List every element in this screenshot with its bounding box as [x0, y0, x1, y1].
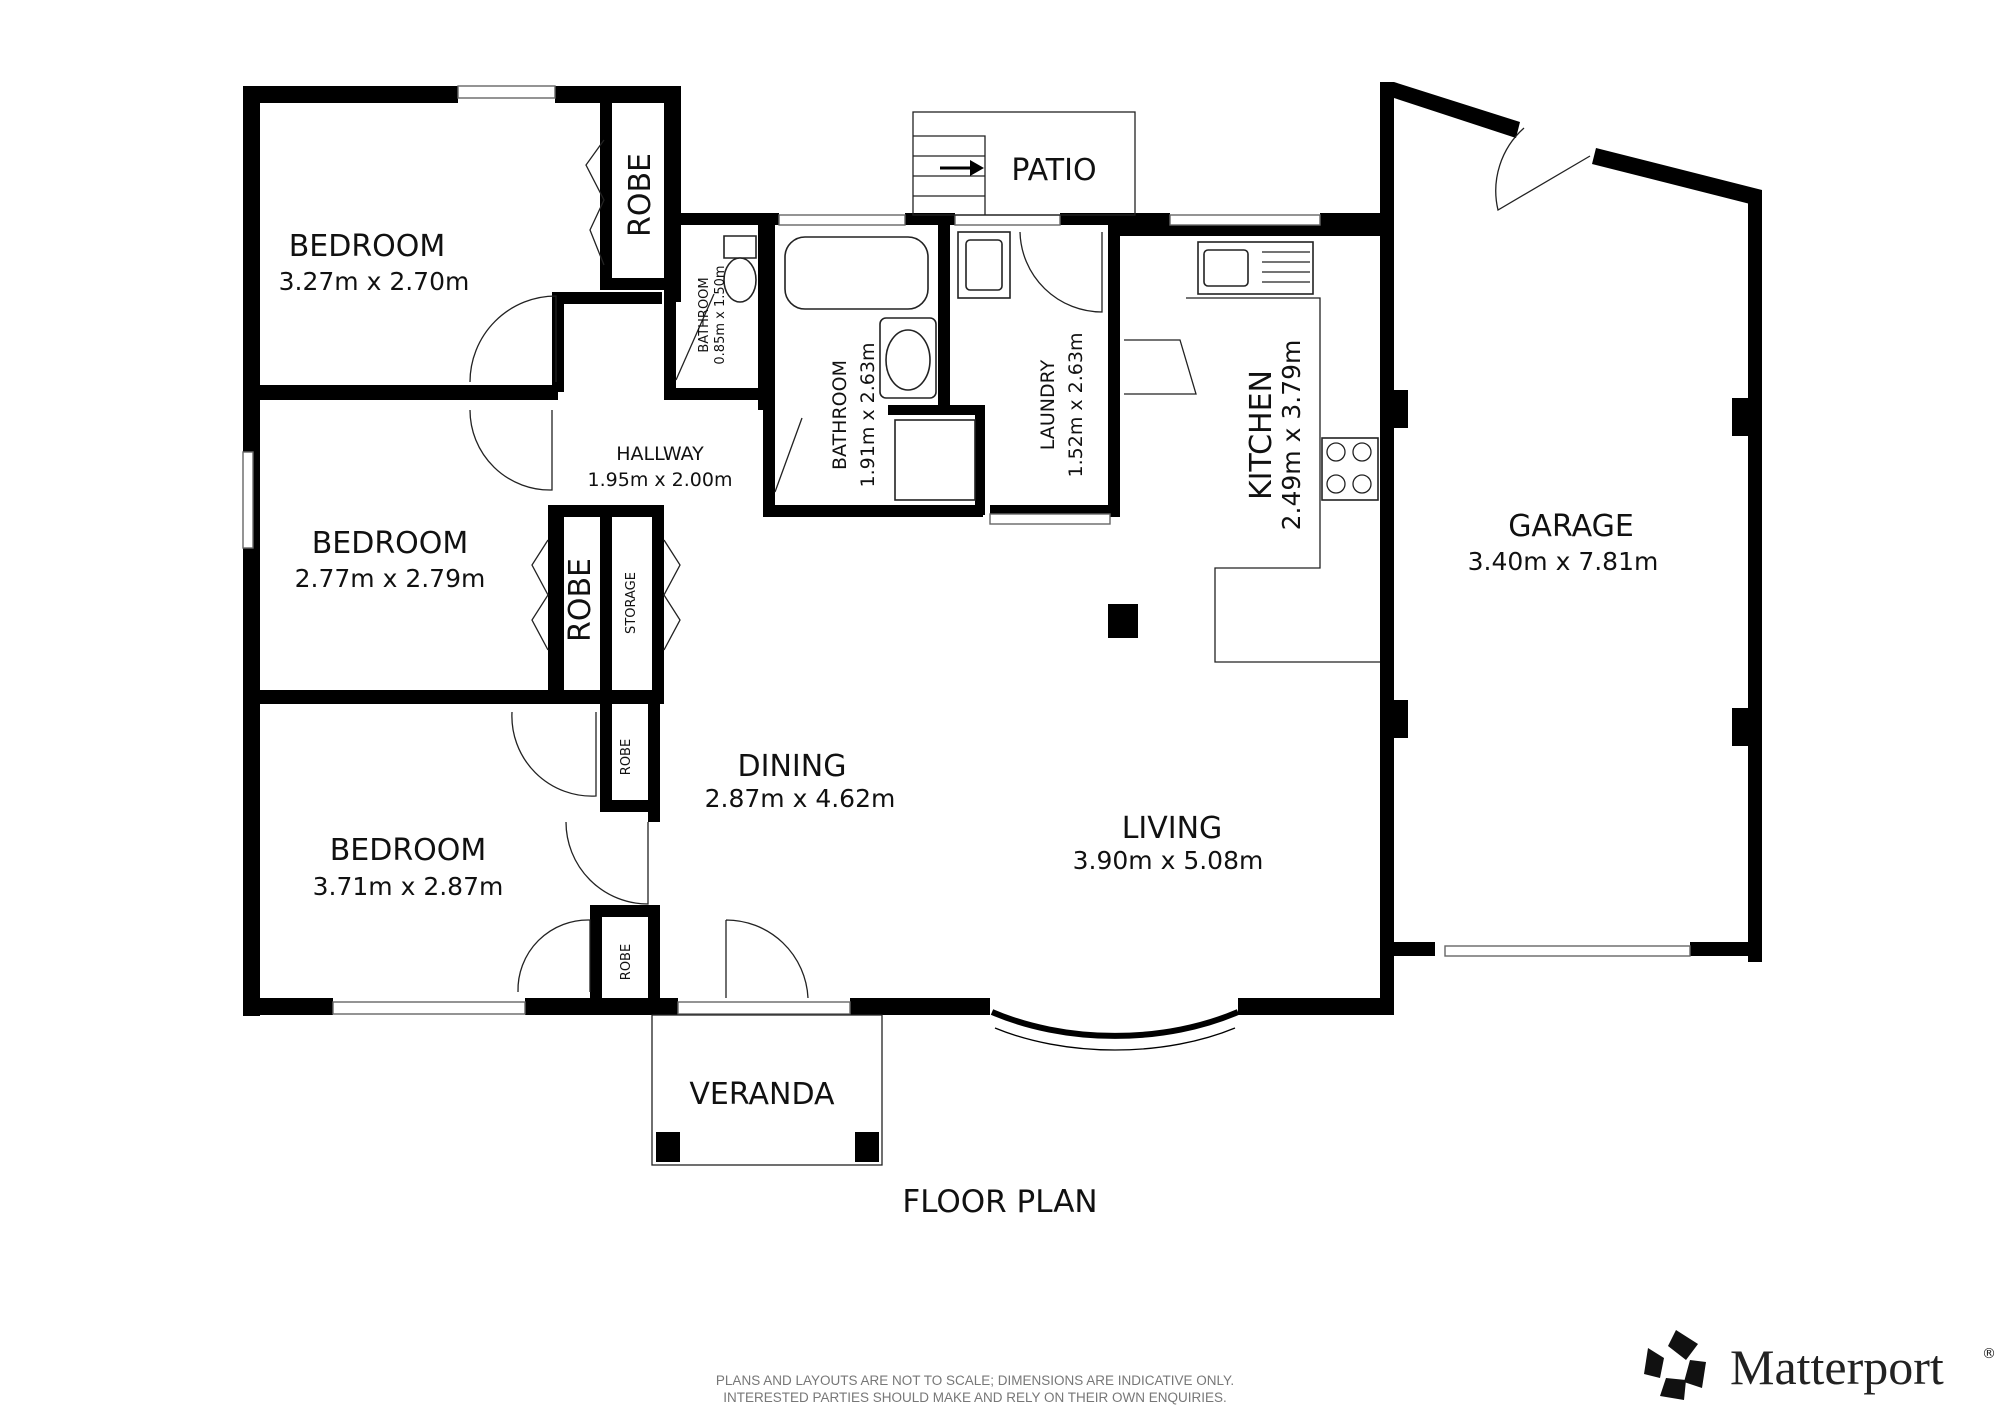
bedroom-bottom-name: BEDROOM — [330, 833, 487, 868]
garage-dims: 3.40m x 7.81m — [1468, 547, 1659, 576]
laundry-name: LAUNDRY — [1037, 359, 1059, 450]
robe-bottom-a-name: ROBE — [619, 739, 634, 775]
bedroom-bottom-dims: 3.71m x 2.87m — [313, 872, 504, 901]
kitchen-name: KITCHEN — [1244, 370, 1279, 500]
bedroom-top-dims: 3.27m x 2.70m — [279, 267, 470, 296]
registered-mark: ® — [1982, 1346, 1996, 1362]
veranda-name: VERANDA — [689, 1077, 835, 1112]
living-name: LIVING — [1122, 811, 1223, 846]
kitchen-dims: 2.49m x 3.79m — [1277, 340, 1306, 531]
robe-bottom-b-name: ROBE — [619, 944, 634, 980]
dining-dims: 2.87m x 4.62m — [705, 784, 896, 813]
garage-name: GARAGE — [1508, 509, 1634, 544]
fixtures — [651, 111, 1380, 1166]
patio-name: PATIO — [1011, 153, 1096, 188]
matterport-wordmark: Matterport — [1730, 1339, 1944, 1395]
bathroom-dims: 1.91m x 2.63m — [857, 343, 879, 488]
storage-name: STORAGE — [624, 572, 639, 634]
disclaimer-line-1: PLANS AND LAYOUTS ARE NOT TO SCALE; DIME… — [716, 1373, 1234, 1388]
doors — [469, 127, 1591, 999]
robe-top-name: ROBE — [623, 153, 658, 237]
room-labels: BEDROOM 3.27m x 2.70m ROBE BEDROOM 2.77m… — [279, 153, 1659, 1405]
laundry-dims: 1.52m x 2.63m — [1065, 333, 1087, 478]
plan-title: FLOOR PLAN — [902, 1184, 1097, 1220]
dining-name: DINING — [738, 749, 847, 784]
bedroom-mid-name: BEDROOM — [312, 526, 469, 561]
disclaimer-line-2: INTERESTED PARTIES SHOULD MAKE AND RELY … — [723, 1390, 1227, 1405]
windows — [242, 85, 1691, 1015]
bathroom-small-name: BATHROOM — [697, 277, 712, 352]
robe-mid-name: ROBE — [563, 558, 598, 642]
bathroom-name: BATHROOM — [829, 360, 851, 470]
bedroom-top-name: BEDROOM — [289, 229, 446, 264]
bathroom-small-dims: 0.85m x 1.50m — [713, 265, 728, 364]
hallway-dims: 1.95m x 2.00m — [588, 469, 733, 491]
walls — [243, 82, 1762, 1016]
bedroom-mid-dims: 2.77m x 2.79m — [295, 564, 486, 593]
matterport-logo: Matterport ® — [1644, 1330, 1996, 1400]
matterport-logo-icon — [1644, 1330, 1706, 1400]
living-dims: 3.90m x 5.08m — [1073, 846, 1264, 875]
hallway-name: HALLWAY — [616, 443, 704, 465]
